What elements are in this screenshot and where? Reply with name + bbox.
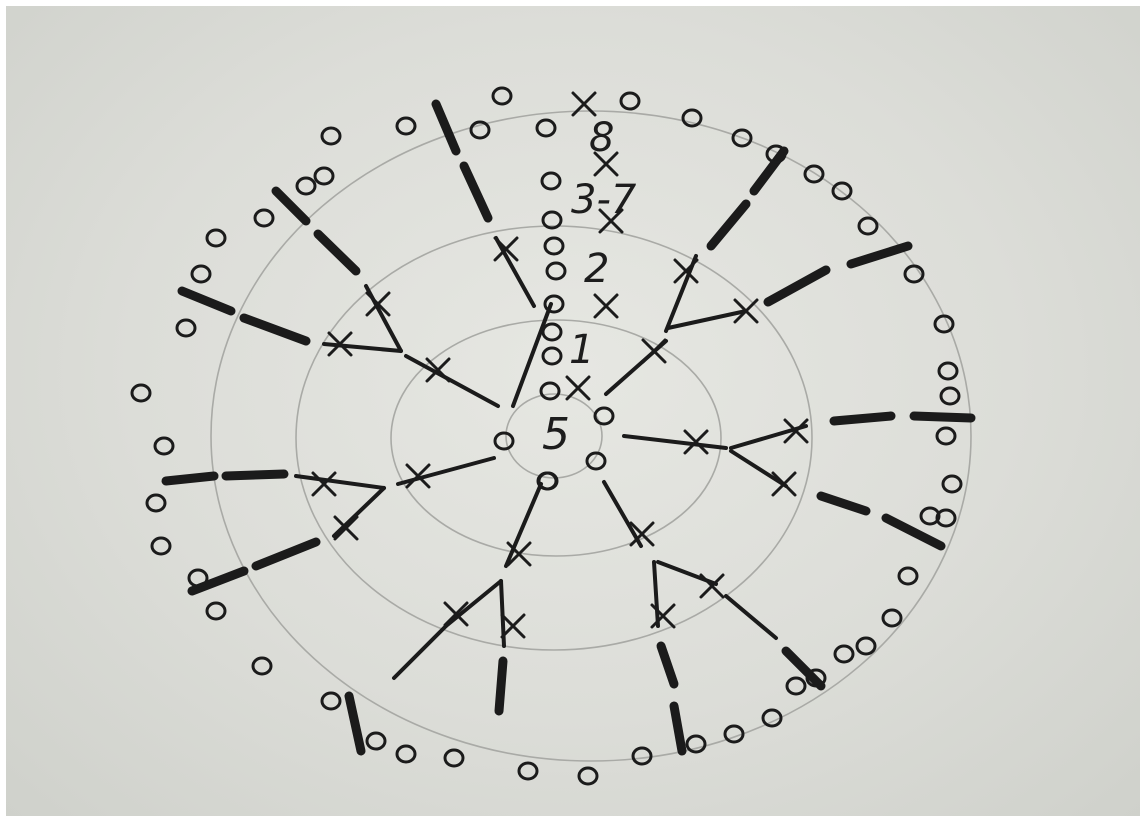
single-crochet-x xyxy=(595,295,617,317)
label-round-3-7: 3-7 xyxy=(571,177,637,223)
chain-stitch-o xyxy=(543,348,561,364)
chain-stitch-o xyxy=(367,733,385,749)
chain-stitch-o xyxy=(545,238,563,254)
chain-stitch-o xyxy=(253,658,271,674)
chain-stitch-o xyxy=(937,428,955,444)
single-crochet-x xyxy=(701,575,723,597)
single-crochet-x xyxy=(335,517,357,539)
single-crochet-x xyxy=(567,377,589,399)
chain-stitch-o xyxy=(152,538,170,554)
label-round-2: 2 xyxy=(584,246,609,292)
chain-stitch-o xyxy=(155,438,173,454)
chain-stitch-o xyxy=(547,263,565,279)
chain-stitch-o xyxy=(595,408,613,424)
chain-stitch-o xyxy=(495,433,513,449)
chain-stitch-o xyxy=(543,324,561,340)
chain-stitch-o xyxy=(177,320,195,336)
chain-stitch-o xyxy=(805,166,823,182)
chain-stitch-o xyxy=(189,570,207,586)
chain-stitch-o xyxy=(207,230,225,246)
single-crochet-x xyxy=(652,605,674,627)
label-round-8: 8 xyxy=(589,115,614,161)
chain-stitch-o xyxy=(857,638,875,654)
chain-stitch-o xyxy=(255,210,273,226)
label-round-1: 1 xyxy=(569,327,594,373)
chain-stitch-o xyxy=(943,476,961,492)
chain-stitch-o xyxy=(687,736,705,752)
chain-stitch-o xyxy=(633,748,651,764)
chain-stitch-o xyxy=(519,763,537,779)
chain-stitch-o xyxy=(835,646,853,662)
chain-stitch-o xyxy=(683,110,701,126)
chain-stitch-o xyxy=(941,388,959,404)
single-crochet-x xyxy=(502,615,524,637)
crochet-diagram: 5 1 2 3-7 8 xyxy=(6,6,1140,816)
chain-stitch-o xyxy=(315,168,333,184)
chain-stitch-o xyxy=(542,173,560,189)
chain-stitch-o xyxy=(939,363,957,379)
label-round-5: 5 xyxy=(542,409,570,460)
chain-stitch-o xyxy=(541,383,559,399)
chain-stitch-o xyxy=(207,603,225,619)
chain-stitch-o xyxy=(537,120,555,136)
chain-stitch-o xyxy=(787,678,805,694)
chain-stitch-o xyxy=(192,266,210,282)
chain-stitch-o xyxy=(493,88,511,104)
chain-stitch-o xyxy=(445,750,463,766)
chain-stitch-o xyxy=(297,178,315,194)
single-crochet-x xyxy=(773,473,795,495)
chain-stitch-o xyxy=(322,693,340,709)
chain-stitch-o xyxy=(579,768,597,784)
chain-stitch-o xyxy=(725,726,743,742)
chain-stitch-o xyxy=(621,93,639,109)
chain-stitch-o xyxy=(899,568,917,584)
single-crochet-x xyxy=(313,473,335,495)
chain-stitch-o xyxy=(859,218,877,234)
chain-stitch-o xyxy=(935,316,953,332)
chain-stitch-o xyxy=(545,296,563,312)
chain-stitch-o xyxy=(539,473,557,489)
chain-stitch-o xyxy=(132,385,150,401)
chain-stitch-o xyxy=(883,610,901,626)
chain-stitch-o xyxy=(397,746,415,762)
chain-stitch-o xyxy=(147,495,165,511)
chain-stitch-o xyxy=(322,128,340,144)
chain-stitch-o xyxy=(397,118,415,134)
crochet-chart-photo: 5 1 2 3-7 8 xyxy=(6,6,1140,816)
